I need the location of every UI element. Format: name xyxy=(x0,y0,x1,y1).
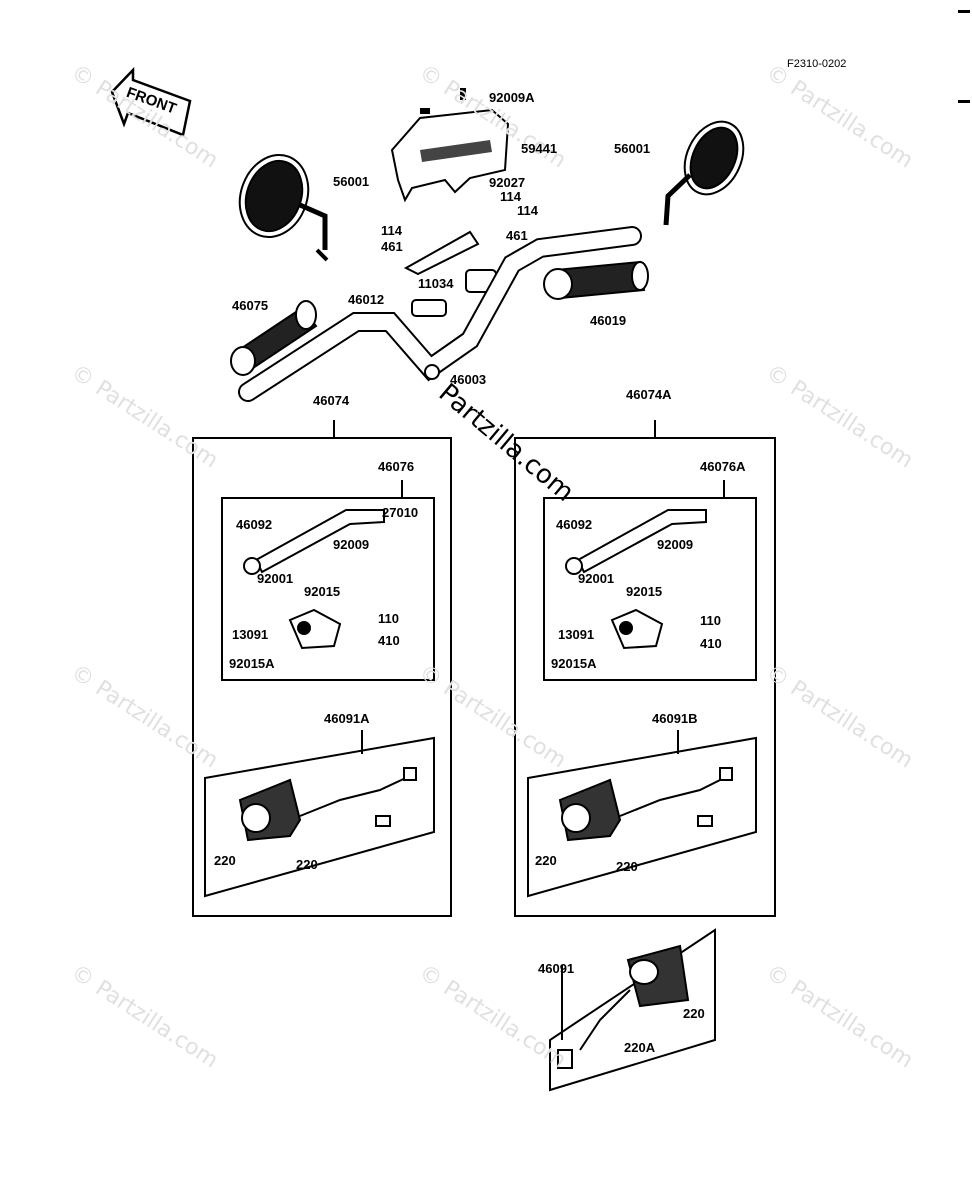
part-label: 46092 xyxy=(236,517,273,532)
part-label: 46012 xyxy=(348,292,385,307)
part-label: 114 xyxy=(500,189,521,204)
part-label: 46019 xyxy=(590,313,627,328)
part-label: 11034 xyxy=(418,276,454,291)
part-label: 46075 xyxy=(232,298,269,313)
part-label: 46074A xyxy=(626,387,672,402)
part-label: 92015 xyxy=(304,584,341,599)
part-label: 410 xyxy=(378,633,400,648)
part-label: 27010 xyxy=(382,505,419,520)
handlebar-holder xyxy=(403,230,497,317)
part-label: 46091A xyxy=(324,711,370,726)
part-label: 46076 xyxy=(378,459,415,474)
left-mirror xyxy=(238,153,329,262)
part-label: 92015A xyxy=(551,656,597,671)
part-label: 46092 xyxy=(556,517,593,532)
part-label: 461 xyxy=(506,228,528,243)
bottom-switch-box xyxy=(549,928,716,1092)
edge-mark-top xyxy=(958,10,970,13)
part-label: 92001 xyxy=(578,571,615,586)
left-lever xyxy=(243,509,385,575)
part-label: 92009 xyxy=(657,537,694,552)
right-mirror xyxy=(663,120,745,226)
part-label: 56001 xyxy=(333,174,370,189)
part-label: 220 xyxy=(535,853,557,868)
diagram-code: F2310-0202 xyxy=(787,58,847,70)
right-switch-housing xyxy=(558,767,733,842)
bottom-switch-housing xyxy=(557,944,690,1069)
part-label: 13091 xyxy=(558,627,595,642)
part-label: 220 xyxy=(616,859,638,874)
right-lever-holder xyxy=(610,608,664,650)
part-label: 92009A xyxy=(489,90,535,105)
part-label: 110 xyxy=(378,611,399,626)
part-label: 461 xyxy=(381,239,403,254)
right-grip xyxy=(543,260,649,300)
part-label: 46074 xyxy=(313,393,350,408)
part-label: 13091 xyxy=(232,627,269,642)
part-label: 59441 xyxy=(521,141,558,156)
part-label: 92015A xyxy=(229,656,275,671)
left-grip xyxy=(230,300,318,376)
right-lever xyxy=(565,509,707,575)
part-label: 92027 xyxy=(489,175,526,190)
handlebar xyxy=(238,226,642,402)
part-label: 220A xyxy=(624,1040,656,1055)
part-label: 110 xyxy=(700,613,721,628)
left-switch-housing xyxy=(238,767,417,842)
handlebar-cover xyxy=(390,88,510,203)
edge-mark-bottom xyxy=(958,100,970,103)
left-assembly-box xyxy=(192,420,452,917)
part-label: 46076A xyxy=(700,459,746,474)
part-label: 92001 xyxy=(257,571,294,586)
front-arrow xyxy=(110,66,192,137)
part-label: 220 xyxy=(214,853,236,868)
part-label: 220 xyxy=(296,857,318,872)
part-label: 114 xyxy=(517,203,538,218)
left-lever-holder xyxy=(288,608,342,650)
part-label: 46003 xyxy=(450,372,487,387)
part-label: 92015 xyxy=(626,584,663,599)
part-label: 56001 xyxy=(614,141,651,156)
part-label: 220 xyxy=(683,1006,705,1021)
part-label: 46091 xyxy=(538,961,575,976)
right-assembly-box xyxy=(514,420,776,917)
part-label: 410 xyxy=(700,636,722,651)
part-label: 114 xyxy=(381,223,402,238)
part-label: 92009 xyxy=(333,537,370,552)
part-label: 46091B xyxy=(652,711,698,726)
